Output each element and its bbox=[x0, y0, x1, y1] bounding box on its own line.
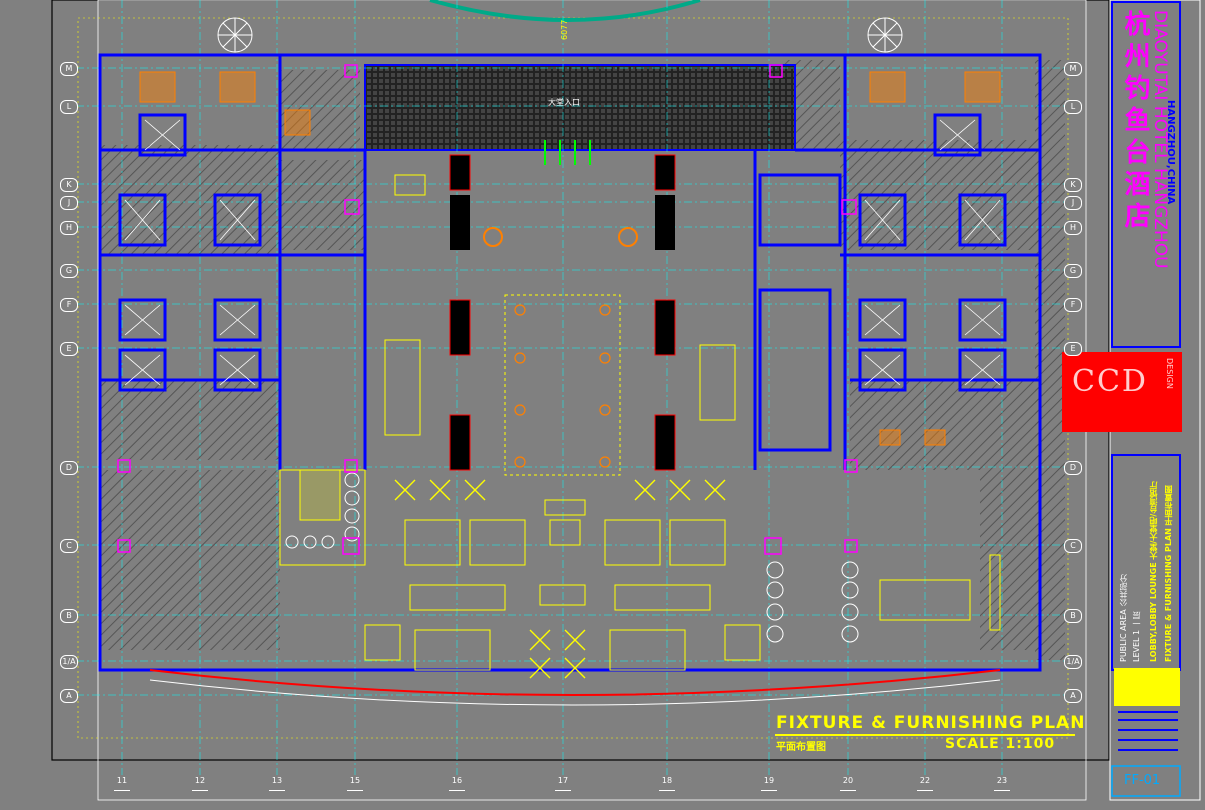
drawing-title: FIXTURE & FURNISHING PLAN bbox=[776, 713, 1086, 733]
drawing-scale: SCALE 1:100 bbox=[945, 736, 1056, 752]
title-block bbox=[1062, 0, 1201, 801]
grid-bubble-row: A bbox=[60, 689, 78, 703]
glass-facade bbox=[149, 669, 1001, 696]
trees bbox=[217, 17, 903, 53]
grid-bubble-row: G bbox=[1064, 264, 1082, 278]
ccd-logo: CCD bbox=[1072, 364, 1148, 399]
grid-bubble-row: E bbox=[60, 342, 78, 356]
orange-rooms bbox=[139, 71, 1001, 446]
round-tables bbox=[285, 472, 859, 643]
grid-bubble-row: B bbox=[60, 609, 78, 623]
grid-bubble-row: G bbox=[60, 264, 78, 278]
grid-bubble-row: E bbox=[1064, 342, 1082, 356]
grid-bubble-col: 20 bbox=[840, 776, 856, 791]
grid-bubble-col: 13 bbox=[269, 776, 285, 791]
grid-bubble-col: 19 bbox=[761, 776, 777, 791]
entrance-canopy bbox=[364, 64, 796, 151]
atrium-lights bbox=[514, 304, 611, 468]
sheet-space: LOBBY,LOBBY LOUNGE 大堂/大堂吧/台湾馆厅 bbox=[1149, 481, 1158, 662]
project-location: HANGZHOU,CHINA bbox=[1165, 100, 1176, 205]
driveway-arc bbox=[429, 0, 701, 22]
elevator-cores bbox=[124, 119, 1001, 386]
grid-bubble-col: 18 bbox=[659, 776, 675, 791]
grid-bubble-row: K bbox=[1064, 178, 1082, 192]
planters bbox=[483, 227, 638, 247]
sheet-number: FF-01 bbox=[1124, 773, 1161, 788]
grid-bubble-row: J bbox=[1064, 196, 1082, 210]
project-name-cn: 杭州钓鱼台酒店 bbox=[1120, 10, 1150, 234]
grid-bubble-col: 16 bbox=[449, 776, 465, 791]
grid-bubble-row: L bbox=[60, 100, 78, 114]
lobby-furniture bbox=[279, 174, 1001, 671]
grid-bubble-col: 12 bbox=[192, 776, 208, 791]
ccd-logo-subtext: DESIGN bbox=[1165, 358, 1174, 389]
grid-bubble-row: M bbox=[60, 62, 78, 76]
grid-bubble-row: K bbox=[60, 178, 78, 192]
structural-columns bbox=[449, 154, 676, 471]
grid-bubble-row: B bbox=[1064, 609, 1082, 623]
grid-lines bbox=[60, 0, 1080, 775]
sheet-area: PUBLIC AREA 公共部分 bbox=[1119, 574, 1128, 662]
entrance-label: 大堂入口 bbox=[548, 98, 580, 107]
grid-bubble-row: L bbox=[1064, 100, 1082, 114]
grid-bubble-col: 22 bbox=[917, 776, 933, 791]
grid-bubble-col: 15 bbox=[347, 776, 363, 791]
grid-bubble-row: F bbox=[60, 298, 78, 312]
sheet-level: LEVEL 1 一层 bbox=[1132, 611, 1141, 662]
project-name-en: DIAOYUTAI HOTEL HANGZHOU bbox=[1150, 10, 1170, 269]
grid-bubble-row: M bbox=[1064, 62, 1082, 76]
grid-bubble-row: C bbox=[60, 539, 78, 553]
grid-bubble-col: 23 bbox=[994, 776, 1010, 791]
lounge-chairs bbox=[394, 479, 726, 679]
grid-bubble-col: 17 bbox=[555, 776, 571, 791]
entrance-doors bbox=[544, 140, 591, 165]
facade-outer bbox=[149, 679, 1001, 706]
atrium-ceiling bbox=[504, 294, 621, 476]
grid-bubble-row: D bbox=[1064, 461, 1082, 475]
title-underline bbox=[775, 734, 1075, 736]
dimension-label: 6077 bbox=[560, 19, 569, 40]
grid-bubble-row: 1/A bbox=[1064, 655, 1082, 669]
column-markers bbox=[117, 64, 858, 555]
drawing-subtitle-cn: 平面布置图 bbox=[776, 742, 826, 753]
grid-bubble-col: 11 bbox=[114, 776, 130, 791]
grid-bubble-row: A bbox=[1064, 689, 1082, 703]
grid-bubble-row: H bbox=[1064, 221, 1082, 235]
grid-bubble-row: 1/A bbox=[60, 655, 78, 669]
grid-bubble-row: J bbox=[60, 196, 78, 210]
grid-bubble-row: D bbox=[60, 461, 78, 475]
sheet-drawing-name: FIXTURE & FURNISHING PLAN 平面布置图 bbox=[1164, 485, 1173, 662]
grid-bubble-row: H bbox=[60, 221, 78, 235]
grid-bubble-row: C bbox=[1064, 539, 1082, 553]
grid-bubble-row: F bbox=[1064, 298, 1082, 312]
walls bbox=[98, 53, 1042, 672]
